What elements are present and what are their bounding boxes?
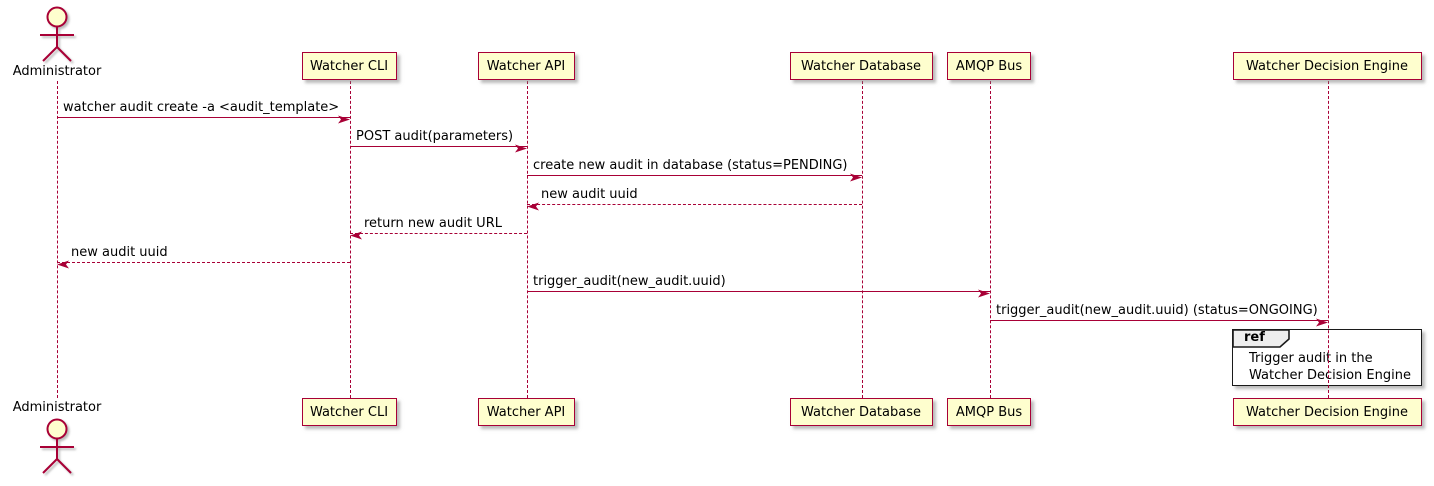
participant-box: Watcher API	[477, 398, 575, 426]
lifeline	[990, 81, 991, 398]
message-label: POST audit(parameters)	[356, 129, 514, 144]
message-arrow: trigger_audit(new_audit.uuid)	[527, 273, 990, 298]
lifeline	[527, 81, 528, 398]
message-arrow: watcher audit create -a <audit_template>	[57, 99, 350, 124]
lifeline	[350, 81, 351, 398]
message-line	[527, 204, 862, 205]
actor-label: Administrator	[12, 400, 102, 415]
participant-label: Watcher CLI	[309, 404, 389, 420]
participant-box: Watcher CLI	[301, 52, 397, 80]
participant-label: Watcher API	[486, 404, 566, 420]
arrowhead-icon	[978, 287, 990, 302]
person-icon	[40, 418, 74, 474]
participant-label: Watcher CLI	[309, 58, 389, 74]
ref-text-line: Watcher Decision Engine	[1249, 368, 1411, 383]
participant-box: Watcher Decision Engine	[1232, 398, 1422, 426]
actor-label: Administrator	[12, 64, 102, 79]
actor-administrator-bottom	[33, 417, 81, 475]
participant-label: Watcher Database	[801, 58, 921, 74]
message-line	[350, 146, 527, 147]
message-line	[527, 175, 862, 176]
ref-text: Trigger audit in the Watcher Decision En…	[1249, 350, 1411, 384]
participant-label: Watcher Decision Engine	[1246, 404, 1408, 420]
participant-box: Watcher CLI	[301, 398, 397, 426]
participant-box: Watcher Database	[789, 52, 933, 80]
message-label: trigger_audit(new_audit.uuid)	[533, 274, 726, 289]
message-label: return new audit URL	[364, 216, 502, 231]
message-label: create new audit in database (status=PEN…	[533, 158, 848, 173]
message-arrow: trigger_audit(new_audit.uuid) (status=ON…	[990, 302, 1328, 327]
participant-box: AMQP Bus	[947, 398, 1031, 426]
message-arrow: create new audit in database (status=PEN…	[527, 157, 862, 182]
arrowhead-icon	[515, 142, 527, 157]
person-icon	[40, 6, 74, 62]
lifeline	[57, 81, 58, 398]
participant-box: Watcher API	[477, 52, 575, 80]
participant-box: Watcher Database	[789, 398, 933, 426]
message-arrow: new audit uuid	[57, 244, 350, 269]
message-line	[990, 320, 1328, 321]
participant-label: AMQP Bus	[955, 58, 1023, 74]
participant-label: Watcher API	[486, 58, 566, 74]
arrowhead-icon	[57, 258, 69, 273]
ref-text-line: Trigger audit in the	[1249, 351, 1373, 366]
message-line	[57, 262, 350, 263]
message-arrow: POST audit(parameters)	[350, 128, 527, 153]
message-label: watcher audit create -a <audit_template>	[63, 100, 340, 115]
actor-administrator-top	[33, 5, 81, 63]
arrowhead-icon	[1316, 316, 1328, 331]
message-label: trigger_audit(new_audit.uuid) (status=ON…	[996, 303, 1318, 318]
message-label: new audit uuid	[71, 245, 168, 260]
participant-box: Watcher Decision Engine	[1232, 52, 1422, 80]
ref-keyword: ref	[1244, 330, 1265, 345]
message-line	[527, 291, 990, 292]
participant-label: AMQP Bus	[955, 404, 1023, 420]
participant-label: Watcher Decision Engine	[1246, 58, 1408, 74]
lifeline	[1328, 81, 1329, 398]
ref-tab-shape	[1232, 329, 1290, 348]
message-label: new audit uuid	[541, 187, 638, 202]
arrowhead-icon	[350, 229, 362, 244]
arrowhead-icon	[850, 171, 862, 186]
participant-box: AMQP Bus	[947, 52, 1031, 80]
arrowhead-icon	[527, 200, 539, 215]
message-line	[350, 233, 527, 234]
lifeline	[862, 81, 863, 398]
arrowhead-icon	[338, 113, 350, 128]
ref-fragment: ref Trigger audit in the Watcher Decisio…	[1232, 329, 1422, 386]
participant-label: Watcher Database	[801, 404, 921, 420]
message-line	[57, 117, 350, 118]
message-arrow: new audit uuid	[527, 186, 862, 211]
message-arrow: return new audit URL	[350, 215, 527, 240]
